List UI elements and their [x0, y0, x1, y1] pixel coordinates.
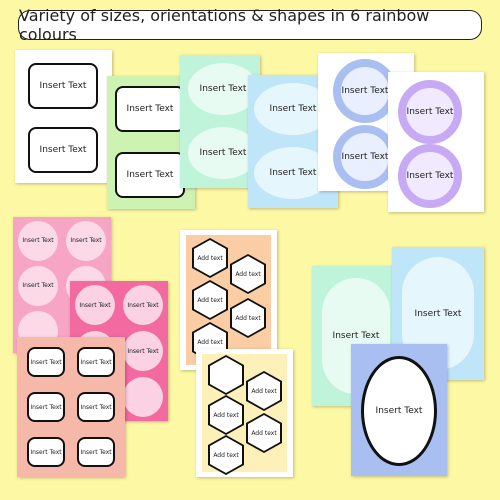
add-text: Add text: [210, 437, 242, 473]
add-text: Add text: [194, 282, 226, 318]
grid-cell: Insert Text: [15, 219, 61, 262]
insert-text: Insert Text: [332, 331, 380, 341]
insert-text: Insert Text: [406, 171, 454, 181]
hexagon-label: Add text: [230, 298, 266, 338]
title-banner: Variety of sizes, orientations & shapes …: [18, 6, 482, 44]
insert-text: Insert Text: [30, 448, 62, 456]
insert-text: Insert Text: [126, 170, 174, 180]
insert-text: Insert Text: [126, 104, 174, 114]
insert-text: Insert Text: [406, 107, 454, 117]
insert-text: Insert Text: [80, 358, 112, 366]
insert-text: Insert Text: [30, 403, 62, 411]
card-periwinkle-circles: Insert Text Insert Text: [318, 53, 414, 191]
frame-label: Insert Text: [77, 392, 115, 422]
grid-cell: Insert Text: [63, 219, 109, 262]
insert-text: Insert Text: [375, 406, 423, 416]
frame-label: Insert Text: [27, 392, 65, 422]
grid-cell: Insert Text: [15, 264, 61, 307]
card-periwinkle-large: Insert Text: [351, 344, 447, 476]
circle-label: Insert Text: [398, 144, 462, 208]
insert-text: Insert Text: [79, 301, 111, 309]
frame-label: Insert Text: [77, 347, 115, 377]
insert-text: Insert Text: [269, 168, 317, 178]
add-text: Add text: [210, 397, 242, 433]
card-yellow-hexagons: Add text Add text Add text Add text: [196, 349, 293, 477]
insert-text: Insert Text: [269, 104, 317, 114]
oval-label: Insert Text: [188, 63, 258, 115]
grid-cell: Insert Text: [120, 329, 166, 373]
card-purple-circles: Insert Text Insert Text: [388, 72, 484, 212]
insert-text: Insert Text: [127, 347, 159, 355]
grid-cell: Insert Text: [72, 283, 118, 327]
frame-label: Insert Text: [115, 152, 185, 198]
frame-label: Insert Text: [77, 437, 115, 467]
add-text: Add text: [232, 300, 264, 336]
insert-text: Insert Text: [341, 152, 389, 162]
grid-cell: Insert Text: [120, 283, 166, 327]
frame-label: Insert Text: [28, 127, 98, 173]
hexagon-label: Add text: [208, 435, 244, 475]
frame-label: Insert Text: [115, 86, 185, 132]
card-peach-frames: Insert Text Insert Text Insert Text Inse…: [17, 337, 125, 477]
card-mint-ovals: Insert Text Insert Text: [180, 55, 260, 188]
frame-label: Insert Text: [27, 437, 65, 467]
insert-text: Insert Text: [80, 448, 112, 456]
insert-text: Insert Text: [199, 148, 247, 158]
oval-label: Insert Text: [361, 356, 437, 466]
insert-text: Insert Text: [199, 84, 247, 94]
frame-label: Insert Text: [28, 63, 98, 109]
circle-label: Insert Text: [398, 80, 462, 144]
insert-text: Insert Text: [70, 237, 102, 244]
insert-text: Insert Text: [22, 282, 54, 289]
frame-label: Insert Text: [27, 347, 65, 377]
insert-text: Insert Text: [39, 81, 87, 91]
card-white-frames: Insert Text Insert Text: [15, 50, 112, 183]
insert-text: Insert Text: [127, 301, 159, 309]
insert-text: Insert Text: [341, 86, 389, 96]
banner-title: Variety of sizes, orientations & shapes …: [19, 6, 430, 44]
oval-label: Insert Text: [188, 127, 258, 179]
insert-text: Insert Text: [22, 237, 54, 244]
add-text: Add text: [248, 373, 280, 409]
insert-text: Insert Text: [39, 145, 87, 155]
insert-text: Insert Text: [80, 403, 112, 411]
add-text: Add text: [248, 415, 280, 451]
add-text: Add text: [232, 256, 264, 292]
insert-text: Insert Text: [414, 308, 462, 319]
insert-text: Insert Text: [30, 358, 62, 366]
grid-cell: [120, 375, 166, 419]
add-text: Add text: [194, 240, 226, 276]
